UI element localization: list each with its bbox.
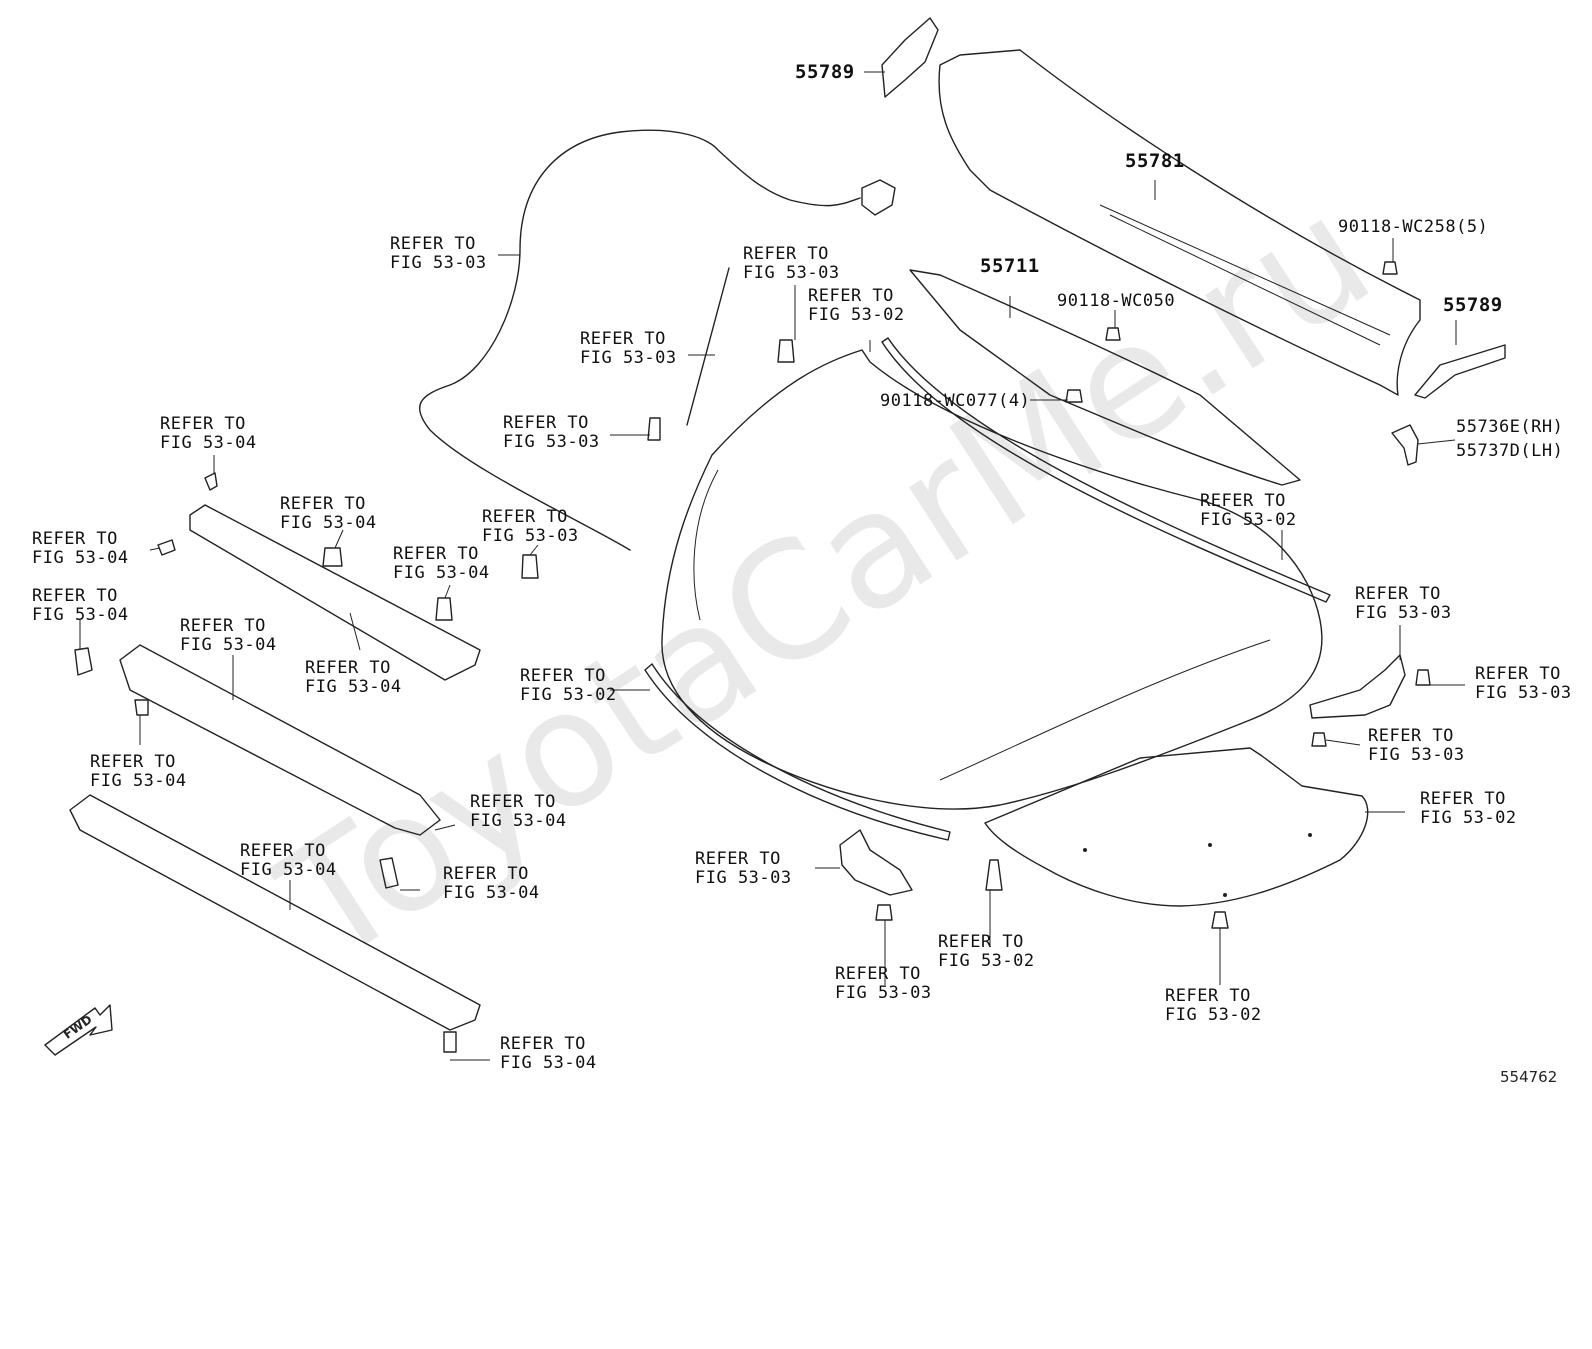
bracket-55789-right xyxy=(1414,344,1506,399)
ref-label-seal-left: REFER TO FIG 53-02 xyxy=(520,666,617,705)
ref-label-clip-mid: REFER TO FIG 53-03 xyxy=(503,413,600,452)
ref-label-rod: REFER TO FIG 53-03 xyxy=(580,329,677,368)
hood-support-rod xyxy=(686,267,730,426)
ref-label-upper-support: REFER TO FIG 53-04 xyxy=(305,658,402,697)
hood-cable xyxy=(418,129,896,551)
hood-panel xyxy=(661,349,1323,810)
hood-hinge-right xyxy=(1309,654,1406,719)
part-number-90118-wc077: 90118-WC077(4) xyxy=(880,391,1031,411)
ref-label-clip-lock: REFER TO FIG 53-03 xyxy=(482,507,579,546)
ref-label-bolt-bottom: REFER TO FIG 53-04 xyxy=(500,1034,597,1073)
fwd-arrow-icon xyxy=(44,1004,113,1056)
ref-label-lower-support-end: REFER TO FIG 53-04 xyxy=(470,792,567,831)
ref-label-insulator: REFER TO FIG 53-02 xyxy=(1420,789,1517,828)
cowl-inner-panel xyxy=(909,269,1301,486)
ref-label-brace-mid: REFER TO FIG 53-04 xyxy=(180,616,277,655)
ref-label-cable: REFER TO FIG 53-03 xyxy=(390,234,487,273)
part-number-55781: 55781 xyxy=(1125,150,1185,172)
seal-bracket xyxy=(1391,424,1419,466)
part-number-90118-wc050: 90118-WC050 xyxy=(1057,291,1176,311)
ref-label-hinge-right-bolt2: REFER TO FIG 53-03 xyxy=(1368,726,1465,765)
fasteners xyxy=(74,261,1431,1053)
ref-label-bolt-left: REFER TO FIG 53-04 xyxy=(32,529,129,568)
ref-label-insulator-clip-left: REFER TO FIG 53-02 xyxy=(938,932,1035,971)
hood-seal-rear xyxy=(881,337,1331,603)
ref-label-hinge-right-bolt: REFER TO FIG 53-03 xyxy=(1475,664,1572,703)
ref-label-clip-top: REFER TO FIG 53-03 xyxy=(743,244,840,283)
ref-label-clip-lower: REFER TO FIG 53-04 xyxy=(443,864,540,903)
hood-seal-front xyxy=(644,663,951,841)
ref-label-lower-rail: REFER TO FIG 53-04 xyxy=(240,841,337,880)
leader-lines xyxy=(79,71,1465,1061)
ref-label-insulator-clip-right: REFER TO FIG 53-02 xyxy=(1165,986,1262,1025)
radiator-brace-mid xyxy=(119,644,441,836)
part-number-55736e: 55736E(RH) xyxy=(1456,417,1564,437)
ref-label-hood-top: REFER TO FIG 53-02 xyxy=(808,286,905,325)
lower-support-rail xyxy=(69,794,481,1031)
part-number-55737d: 55737D(LH) xyxy=(1456,441,1564,461)
ref-label-clip-left: REFER TO FIG 53-04 xyxy=(32,586,129,625)
parts-diagram xyxy=(44,17,1506,1061)
hood-hinge-left xyxy=(839,829,913,896)
ref-label-hinge-left: REFER TO FIG 53-03 xyxy=(695,849,792,888)
radiator-support-upper xyxy=(189,504,481,681)
ref-label-stopper: REFER TO FIG 53-04 xyxy=(393,544,490,583)
bracket-55789-top xyxy=(881,17,939,98)
part-number-55711: 55711 xyxy=(980,255,1040,277)
ref-label-seal-right: REFER TO FIG 53-02 xyxy=(1200,491,1297,530)
cowl-top-panel xyxy=(938,49,1421,396)
ref-label-bolt-lower: REFER TO FIG 53-04 xyxy=(90,752,187,791)
part-number-55789-top: 55789 xyxy=(795,61,855,83)
ref-label-grommet: REFER TO FIG 53-04 xyxy=(280,494,377,533)
hood-insulator xyxy=(984,747,1369,907)
ref-label-hinge-right-top: REFER TO FIG 53-03 xyxy=(1355,584,1452,623)
part-number-55789-right: 55789 xyxy=(1443,294,1503,316)
ref-label-hinge-left-bolt: REFER TO FIG 53-03 xyxy=(835,964,932,1003)
figure-id: 554762 xyxy=(1500,1068,1558,1086)
ref-label-bolt-top: REFER TO FIG 53-04 xyxy=(160,414,257,453)
part-number-90118-wc258: 90118-WC258(5) xyxy=(1338,217,1489,237)
